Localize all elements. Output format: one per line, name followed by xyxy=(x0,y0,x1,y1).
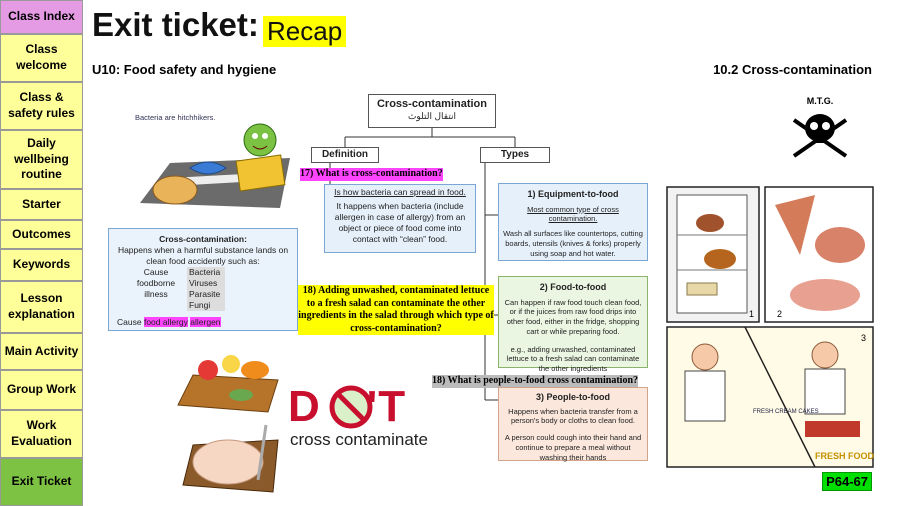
mtg-text: M.T.G. xyxy=(807,96,834,106)
sidebar-item-class-index[interactable]: Class Index xyxy=(0,0,83,34)
mindmap-root: Cross-contamination انتقال التلوث xyxy=(368,94,496,128)
recap-highlight: Recap xyxy=(263,16,347,47)
card-description: Happens when a harmful substance lands o… xyxy=(117,245,289,267)
sidebar-item-group-work[interactable]: Group Work xyxy=(0,370,83,410)
page-title: Exit ticket: xyxy=(92,6,259,43)
sidebar-item-daily-wellbeing[interactable]: Daily wellbeing routine xyxy=(0,130,83,189)
cross-contamination-definition-card: Cross-contamination: Happens when a harm… xyxy=(108,228,298,331)
word-parasite: Parasite xyxy=(189,289,221,300)
word-foodborne: foodborne xyxy=(136,278,176,289)
people-example: A person could cough into their hand and… xyxy=(504,433,642,462)
sidebar-nav: Class Index Class welcome Class & safety… xyxy=(0,0,83,506)
sidebar-item-class-welcome[interactable]: Class welcome xyxy=(0,34,83,82)
sidebar-item-keywords[interactable]: Keywords xyxy=(0,249,83,281)
allergen-highlight: allergen xyxy=(190,317,221,327)
sidebar-item-starter[interactable]: Starter xyxy=(0,189,83,220)
pathogen-list: Bacteria Viruses Parasite Fungi xyxy=(187,267,225,312)
types-label: Types xyxy=(480,147,550,163)
panel-number-2: 2 xyxy=(777,309,782,319)
cross-contamination-comic: 1 2 FRESH CREAM CAKES FRESH FOOD 3 xyxy=(666,186,875,468)
subunit-heading: 10.2 Cross-contamination xyxy=(713,62,872,77)
people-text: Happens when bacteria transfer from a pe… xyxy=(508,406,638,426)
no-symbol-icon xyxy=(329,385,373,429)
people-to-food-box: 3) People-to-food Happens when bacteria … xyxy=(498,387,648,462)
root-arabic: انتقال التلوث xyxy=(407,111,457,122)
food-example: e.g., adding unwashed, contaminated lett… xyxy=(506,344,640,374)
fresh-food-label: FRESH FOOD xyxy=(815,451,875,461)
definition-box: Is how bacteria can spread in food. It h… xyxy=(324,184,476,253)
sidebar-item-outcomes[interactable]: Outcomes xyxy=(0,220,83,249)
question-18-people-to-food: 18) What is people-to-food cross contami… xyxy=(432,375,639,388)
mindmap-connectors xyxy=(329,127,516,401)
question-17: 17) What is cross-contamination? xyxy=(300,168,443,181)
root-title: Cross-contamination xyxy=(376,98,487,110)
unit-heading: U10: Food safety and hygiene xyxy=(92,62,277,77)
mtg-skull-logo: M.T.G. xyxy=(792,96,848,158)
word-fungi: Fungi xyxy=(189,300,211,311)
food-to-food-box: 2) Food-to-food Can happen if raw food t… xyxy=(498,276,648,373)
raw-chicken-on-board-illustration xyxy=(182,424,279,493)
definition-text-2: It happens when bacteria (include allerg… xyxy=(334,201,466,245)
sidebar-item-lesson-explanation[interactable]: Lesson explanation xyxy=(0,281,83,333)
definition-text-1: Is how bacteria can spread in food. xyxy=(334,187,466,197)
word-illness: illness xyxy=(144,289,168,300)
panel-number-1: 1 xyxy=(749,309,754,319)
card-title: Cross-contamination: xyxy=(159,234,247,244)
dont-cross-contaminate-logo: D N'T cross contaminate xyxy=(288,382,450,452)
food-text: Can happen if raw food touch clean food,… xyxy=(504,297,642,336)
equip-title: 1) Equipment-to-food xyxy=(527,189,619,199)
bacteria-caption: Bacteria are hitchhikers. xyxy=(135,113,215,122)
question-18-food-to-food: 18) Adding unwashed, contaminated lettuc… xyxy=(298,285,494,335)
sidebar-item-class-safety-rules[interactable]: Class & safety rules xyxy=(0,82,83,130)
fresh-cream-label: FRESH CREAM CAKES xyxy=(753,409,819,415)
equipment-to-food-box: 1) Equipment-to-food Most common type of… xyxy=(498,183,648,261)
equip-text: Wash all surfaces like countertops, cutt… xyxy=(503,229,643,258)
people-title: 3) People-to-food xyxy=(536,392,610,402)
definition-label: Definition xyxy=(311,147,379,163)
word-cause: Cause xyxy=(143,267,169,277)
sidebar-item-exit-ticket[interactable]: Exit Ticket xyxy=(0,458,83,506)
cross-contaminate-text: cross contaminate xyxy=(290,430,428,449)
panel-number-3: 3 xyxy=(861,333,866,343)
equip-subtitle: Most common type of cross contamination. xyxy=(527,204,619,224)
food-allergy-highlight: food allergy xyxy=(143,317,188,327)
page-reference-badge: P64-67 xyxy=(822,472,872,491)
sidebar-item-main-activity[interactable]: Main Activity xyxy=(0,333,83,370)
foodborne-illness-words: Cause foodborne illness xyxy=(131,267,181,300)
sidebar-item-work-evaluation[interactable]: Work Evaluation xyxy=(0,410,83,458)
word-viruses: Viruses xyxy=(189,278,218,289)
vegetables-on-board-illustration xyxy=(177,355,279,413)
food-title: 2) Food-to-food xyxy=(539,282,607,292)
allergy-line: Cause food allergy allergen xyxy=(117,317,221,328)
cause-prefix: Cause xyxy=(117,317,142,327)
word-bacteria: Bacteria xyxy=(189,267,221,277)
bacteria-hitchhiker-illustration: Bacteria are hitchhikers. xyxy=(135,113,290,208)
